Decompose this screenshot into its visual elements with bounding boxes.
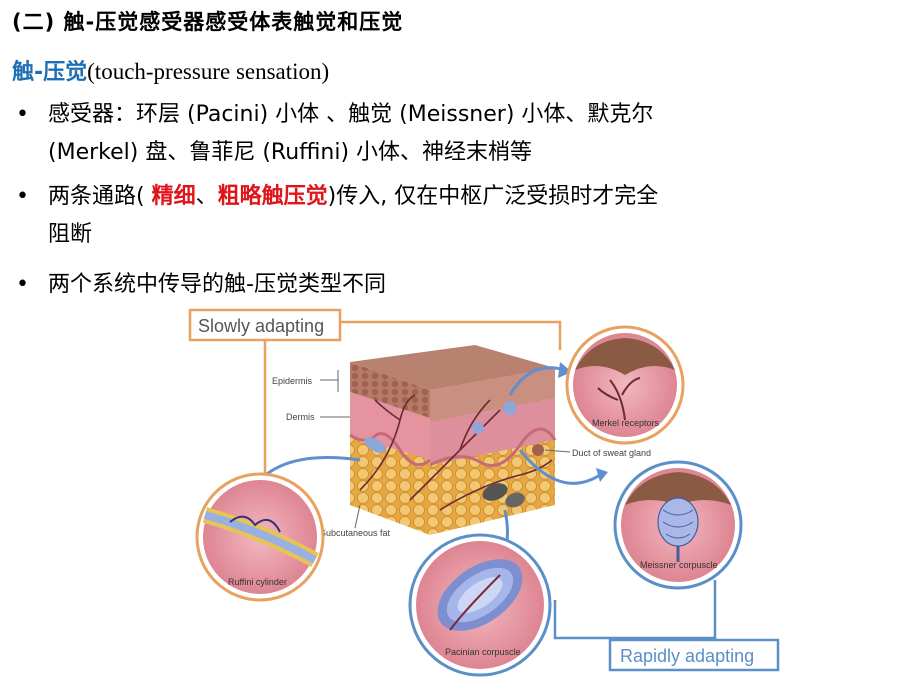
pathways-mid: 、	[195, 184, 218, 209]
bullet-systems: • 两个系统中传导的触-压觉类型不同	[16, 266, 906, 304]
skin-block	[349, 345, 557, 535]
slowly-adapting-label: Slowly adapting	[188, 308, 342, 342]
bullet-dot: •	[16, 184, 29, 209]
merkel-label: Merkel receptors	[592, 418, 660, 428]
pathways-post: )传入, 仅在中枢广泛受损时才完全	[327, 184, 659, 209]
slow-frame-lines	[263, 320, 562, 475]
subtitle-english: (touch-pressure sensation)	[87, 59, 330, 84]
block-labels: Epidermis Dermis Subcutaneous fat Duct o…	[272, 370, 651, 538]
bullet-pathways: • 两条通路( 精细、粗略触压觉)传入, 仅在中枢广泛受损时才完全 阻断	[16, 178, 906, 254]
bullet-systems-line1: 两个系统中传导的触-压觉类型不同	[48, 272, 386, 297]
bullet-pathways-line2: 阻断	[48, 222, 93, 247]
meissner-label: Meissner corpuscle	[640, 560, 718, 570]
page-title: (二) 触-压觉感受器感受体表触觉和压觉	[12, 10, 404, 34]
meissner-corpuscle-inset: Meissner corpuscle	[613, 460, 743, 590]
skin-receptor-figure: Slowly adapting	[188, 308, 780, 677]
bullet-pathways-line1: 两条通路( 精细、粗略触压觉)传入, 仅在中枢广泛受损时才完全	[48, 178, 906, 216]
rapid-frame-lines	[553, 580, 717, 640]
ruffini-label: Ruffini cylinder	[228, 577, 287, 587]
ruffini-cylinder-inset: Ruffini cylinder	[195, 472, 325, 602]
bullet-receptors: • 感受器：环层 (Pacini) 小体 、触觉 (Meissner) 小体、默…	[16, 96, 906, 172]
pathways-pre: 两条通路(	[48, 184, 152, 209]
dermis-label: Dermis	[286, 412, 315, 422]
rapidly-adapting-text: Rapidly adapting	[620, 646, 754, 666]
merkel-receptors-inset: Merkel receptors	[565, 325, 685, 445]
subtitle: 触-压觉(touch-pressure sensation)	[12, 54, 329, 86]
bullet-dot: •	[16, 272, 29, 297]
pacinian-label: Pacinian corpuscle	[445, 647, 521, 657]
bullet-receptors-line1: 感受器：环层 (Pacini) 小体 、触觉 (Meissner) 小体、默克尔	[48, 102, 654, 127]
bullet-list: • 感受器：环层 (Pacini) 小体 、触觉 (Meissner) 小体、默…	[16, 96, 906, 304]
pacinian-corpuscle-inset: Pacinian corpuscle	[408, 533, 552, 677]
epidermis-label: Epidermis	[272, 376, 313, 386]
pathways-coarse: 粗略触压觉	[217, 184, 328, 209]
subcutaneous-fat-label: Subcutaneous fat	[320, 528, 391, 538]
subtitle-keyword: 触-压觉	[12, 60, 88, 85]
bullet-dot: •	[16, 102, 29, 127]
pathways-fine: 精细	[151, 184, 196, 209]
duct-label: Duct of sweat gland	[572, 448, 651, 458]
rapidly-adapting-label: Rapidly adapting	[608, 638, 780, 672]
slowly-adapting-text: Slowly adapting	[198, 316, 324, 336]
bullet-receptors-line2: (Merkel) 盘、鲁菲尼 (Ruffini) 小体、神经末梢等	[48, 140, 533, 165]
